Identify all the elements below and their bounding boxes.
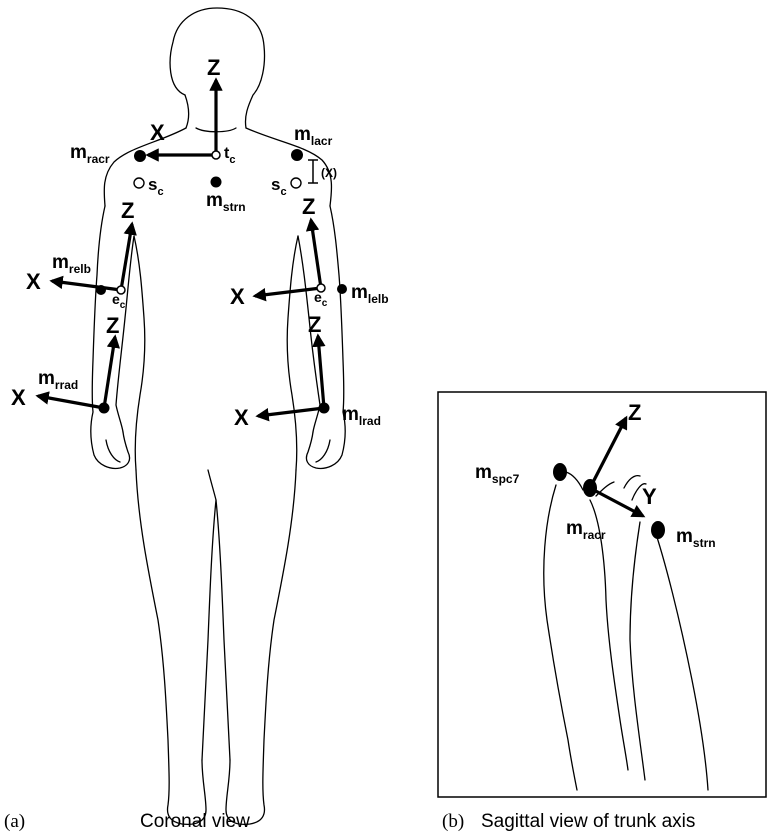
right-upperarm-axes: Z X mrelb ec [26, 198, 134, 311]
marker-strn-label: mstrn [206, 190, 246, 214]
marker-strn-sagittal [651, 521, 665, 539]
left-shoulder-center-label: sc [271, 175, 287, 198]
left-forearm-x-label: X [234, 405, 249, 430]
marker-lrad-label: mlrad [342, 404, 381, 428]
sagittal-z-label: Z [628, 400, 641, 425]
offset-note: (X) [321, 166, 337, 180]
panel-a-caption: Coronal view [140, 811, 250, 832]
marker-lelb [337, 284, 347, 294]
trunk-center-point [212, 151, 220, 159]
marker-racr [134, 150, 146, 162]
marker-racr-sagittal [583, 479, 597, 497]
trunk-x-label: X [150, 120, 165, 145]
left-upperarm-z-label: Z [302, 194, 315, 219]
right-shoulder-center-label: sc [148, 175, 164, 198]
marker-spc7 [553, 463, 567, 481]
marker-rrad [99, 403, 110, 414]
marker-lrad [319, 403, 330, 414]
marker-relb-label: mrelb [52, 252, 91, 276]
right-upperarm-z-label: Z [121, 198, 134, 223]
left-upperarm-x-label: X [230, 284, 245, 309]
shoulder-centers: sc sc (X) [134, 160, 337, 198]
right-elbow-center-label: ec [112, 291, 126, 311]
panel-b-caption: Sagittal view of trunk axis [481, 811, 695, 832]
marker-relb [96, 285, 106, 295]
left-forearm-z-label: Z [308, 312, 321, 337]
trunk-axes: Z X tc [148, 55, 235, 166]
left-elbow-center-label: ec [314, 289, 328, 309]
panel-a-letter: (a) [4, 811, 25, 832]
panel-b-letter: (b) [442, 811, 464, 832]
left-upperarm-axes: Z X mlelb ec [230, 194, 389, 309]
marker-lacr [291, 149, 303, 161]
trunk-center-label: tc [224, 145, 235, 166]
marker-racr-label: mracr [70, 142, 110, 166]
trunk-z-label: Z [207, 55, 220, 80]
right-upperarm-x-label: X [26, 269, 41, 294]
marker-strn [211, 177, 222, 188]
offset-bracket [308, 160, 318, 183]
left-forearm-axes: Z X mlrad [234, 312, 381, 430]
right-forearm-x-label: X [11, 385, 26, 410]
right-shoulder-center [134, 178, 144, 188]
left-shoulder-center [291, 178, 301, 188]
marker-rrad-label: mrrad [38, 368, 78, 392]
right-forearm-z-label: Z [106, 313, 119, 338]
sagittal-y-label: Y [642, 484, 657, 509]
marker-lacr-label: mlacr [294, 124, 333, 148]
sagittal-view-frame [438, 392, 766, 797]
right-forearm-axes: Z X mrrad [11, 313, 119, 414]
marker-lelb-label: mlelb [351, 282, 389, 306]
